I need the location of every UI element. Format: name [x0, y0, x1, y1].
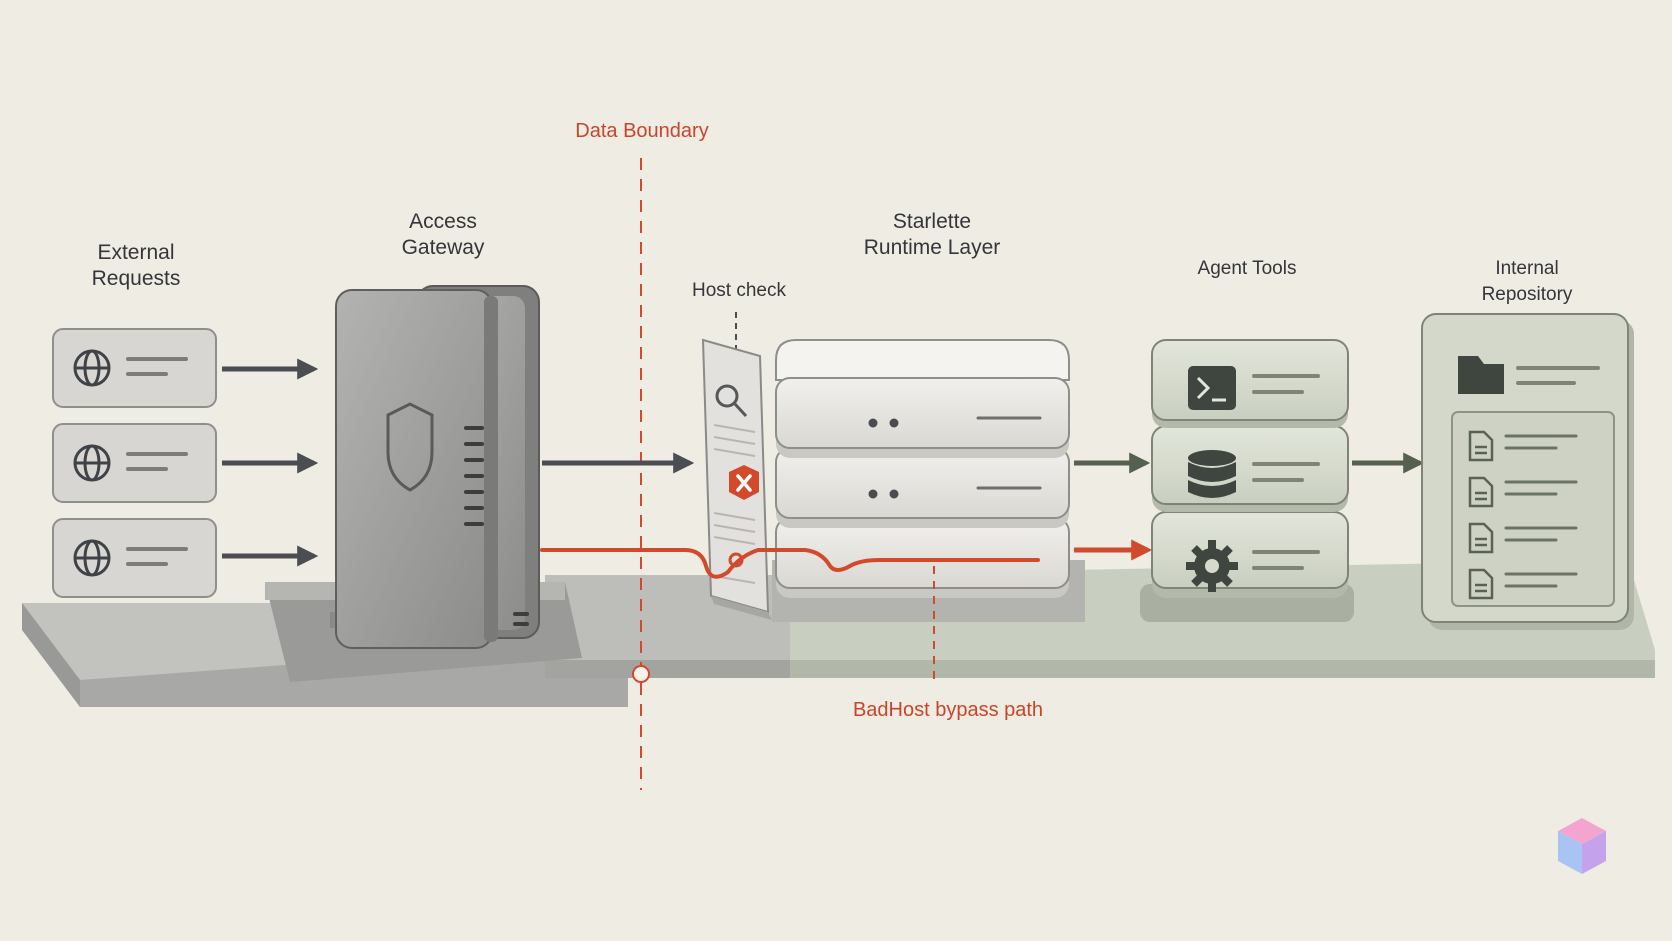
- label-runtime-layer: Starlette Runtime Layer: [863, 210, 1001, 259]
- gateway-vents: [464, 426, 529, 626]
- badhost-bypass-path: [540, 548, 1040, 680]
- label-access-gateway: Access Gateway: [401, 210, 485, 259]
- agent-tools-stack: [1140, 339, 1354, 622]
- label-internal-repository: Internal Repository: [1481, 258, 1573, 305]
- shield-icon: [386, 402, 434, 492]
- magnifier-icon: [715, 384, 748, 418]
- tool-label-lines: [1252, 374, 1320, 570]
- terminal-icon: [1188, 366, 1236, 410]
- label-bypass-path: BadHost bypass path: [852, 699, 1044, 721]
- label-external-requests: External Requests: [91, 241, 181, 290]
- cube-logo-icon: [1558, 818, 1606, 874]
- internal-repository: [1421, 313, 1634, 630]
- document-icon: [1468, 430, 1494, 462]
- document-icon: [1468, 476, 1494, 508]
- label-agent-tools: Agent Tools: [1197, 258, 1297, 279]
- server-indicator-lights: [868, 418, 899, 499]
- request-card: [52, 423, 217, 503]
- runtime-server-stack: [772, 339, 1085, 622]
- blocked-x-icon: [729, 465, 759, 500]
- label-host-check: Host check: [692, 280, 786, 301]
- document-icon: [1468, 568, 1494, 600]
- globe-icon: [73, 444, 111, 482]
- database-icon: [1188, 450, 1236, 498]
- access-gateway: [265, 285, 582, 682]
- gear-icon: [1186, 540, 1238, 592]
- request-card: [52, 518, 217, 598]
- request-card: [52, 328, 217, 408]
- log-text-lines: [713, 424, 756, 584]
- document-lines: [1504, 434, 1578, 588]
- document-icon: [1468, 522, 1494, 554]
- data-boundary-marker: [632, 665, 650, 683]
- host-check-panel: [701, 312, 772, 620]
- globe-icon: [73, 349, 111, 387]
- globe-icon: [73, 539, 111, 577]
- request-arrows: [222, 358, 319, 567]
- server-slots: [976, 416, 1042, 490]
- folder-icon: [1458, 356, 1504, 394]
- label-data-boundary: Data Boundary: [575, 120, 709, 142]
